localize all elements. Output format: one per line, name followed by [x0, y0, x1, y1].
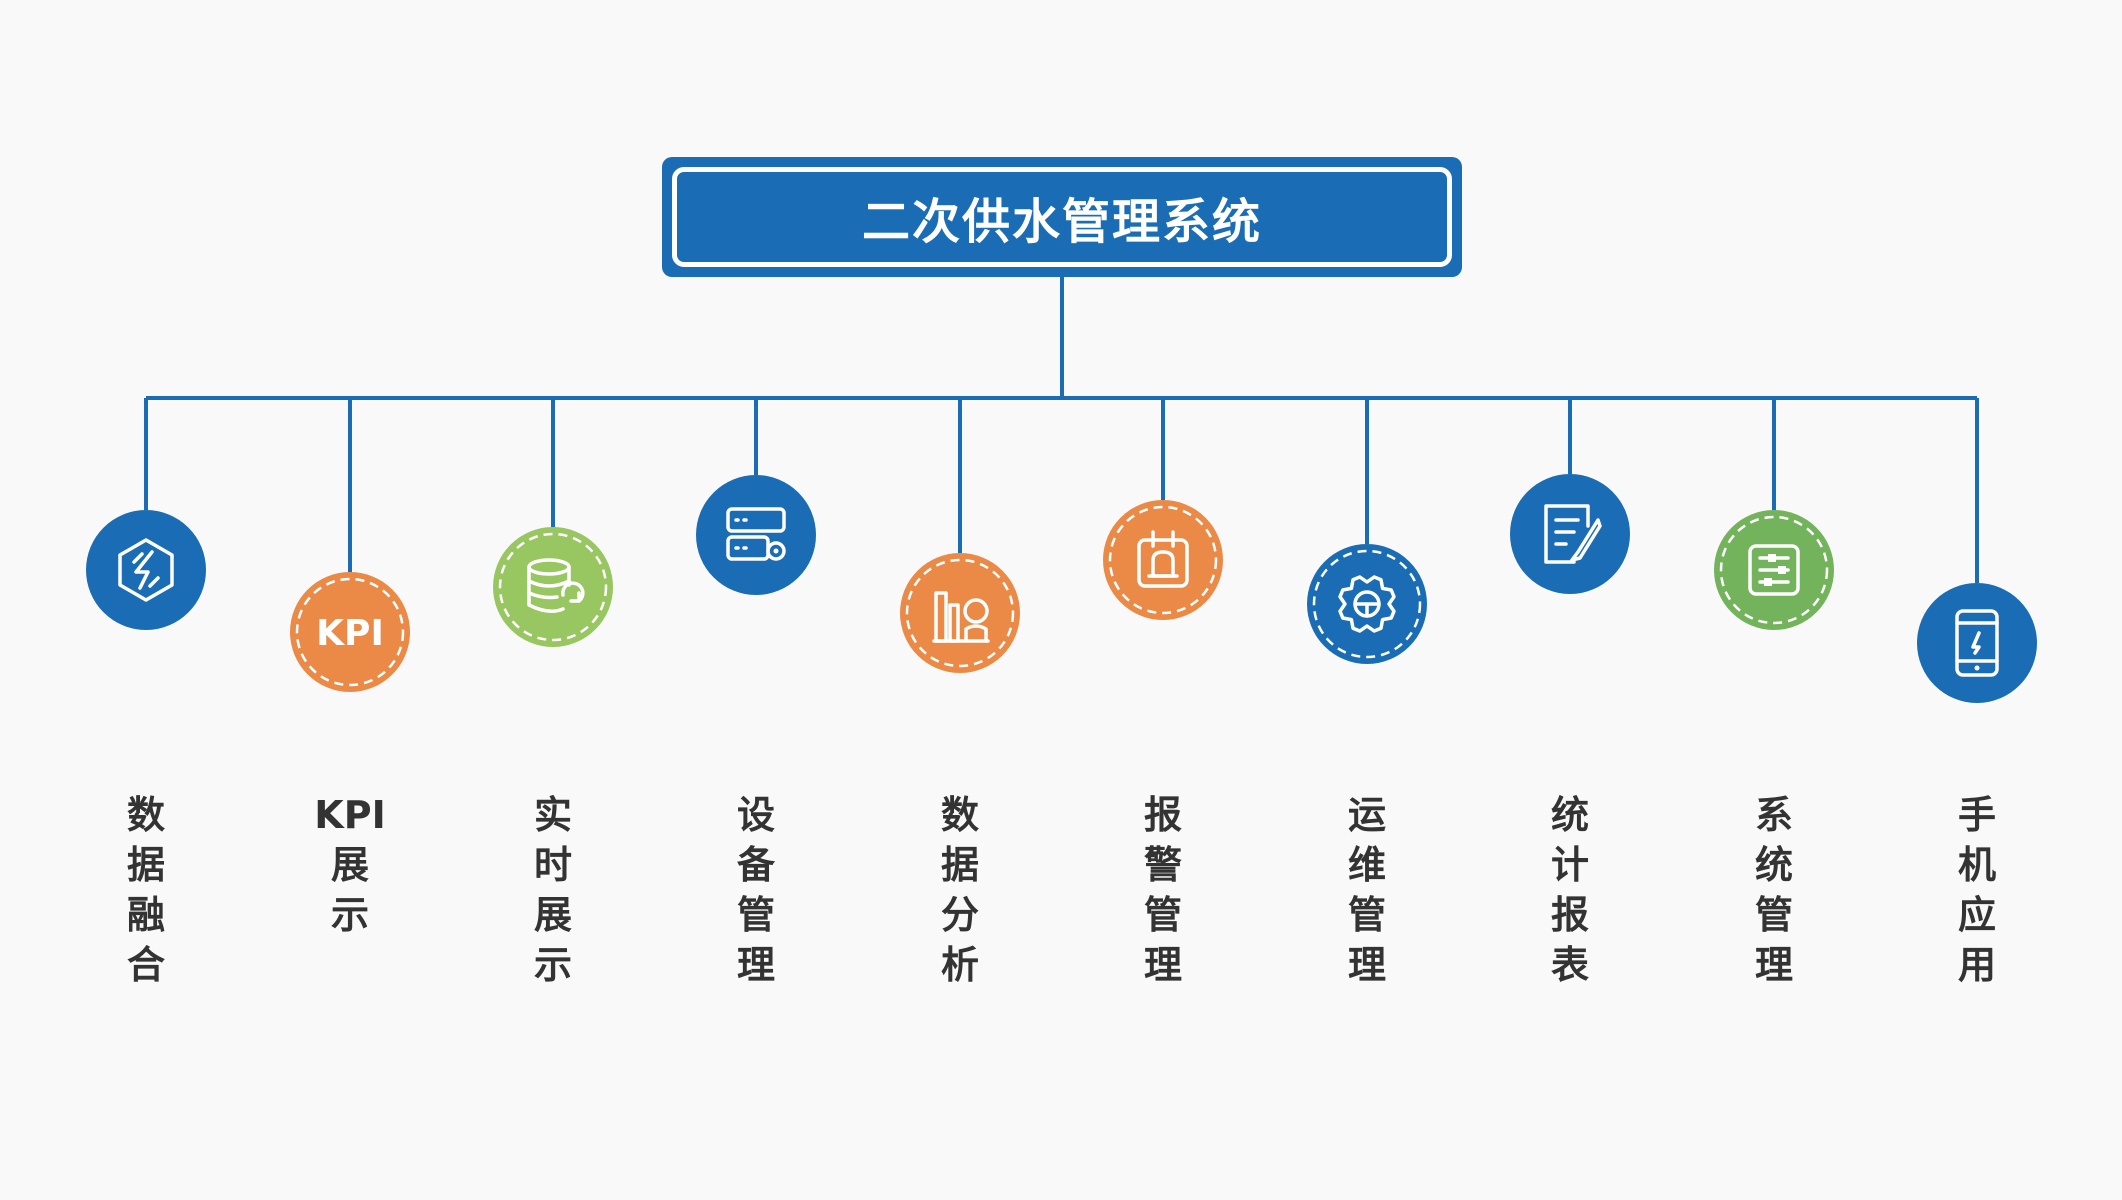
gear-icon — [1338, 575, 1396, 633]
node-circle — [1510, 474, 1630, 594]
hexagon-link-icon — [118, 538, 174, 602]
node-circle — [290, 572, 410, 692]
node-label: KPI 展 示 — [314, 793, 386, 937]
database-refresh-icon — [527, 558, 585, 613]
settings-sliders-icon — [1748, 544, 1800, 596]
settings-sliders-node — [1714, 510, 1834, 630]
dashed-ring — [295, 577, 405, 687]
root-title: 二次供水管理系统 — [672, 167, 1452, 267]
node-circles: KPI — [86, 474, 2037, 703]
node-label: 数 据 分 析 — [940, 793, 979, 987]
svg-text:KPI: KPI — [316, 613, 384, 654]
server-gear-node — [696, 475, 816, 595]
dashed-ring — [1719, 515, 1829, 625]
kpi-node: KPI — [290, 572, 410, 692]
dashed-ring — [1108, 505, 1218, 615]
node-label: 数 据 融 合 — [126, 793, 165, 987]
node-label: 报 警 管 理 — [1143, 793, 1182, 987]
node-circle — [900, 553, 1020, 673]
node-label: 统 计 报 表 — [1550, 793, 1589, 987]
node-label: 实 时 展 示 — [533, 793, 572, 987]
alarm-calendar-node — [1103, 500, 1223, 620]
dashed-ring — [498, 532, 608, 642]
node-circle — [1917, 583, 2037, 703]
gear-node — [1307, 544, 1427, 664]
root-node: 二次供水管理系统 — [662, 157, 1462, 277]
node-circle — [1103, 500, 1223, 620]
node-circle — [86, 510, 206, 630]
mobile-phone-icon — [1955, 609, 1999, 677]
report-edit-icon — [1544, 504, 1602, 564]
node-label: 设 备 管 理 — [736, 793, 775, 987]
bar-chart-search-node — [900, 553, 1020, 673]
node-label: 运 维 管 理 — [1347, 793, 1386, 987]
server-gear-icon — [726, 507, 786, 561]
dashed-ring — [905, 558, 1015, 668]
connector-lines — [144, 277, 1979, 583]
database-refresh-node — [493, 527, 613, 647]
alarm-calendar-icon — [1137, 530, 1189, 588]
node-label: 手 机 应 用 — [1957, 793, 1996, 987]
dashed-ring — [1312, 549, 1422, 659]
bar-chart-search-icon — [932, 591, 990, 643]
node-label: 系 统 管 理 — [1754, 793, 1793, 987]
hexagon-link-node — [86, 510, 206, 630]
mobile-phone-node — [1917, 583, 2037, 703]
node-circle — [696, 475, 816, 595]
report-edit-node — [1510, 474, 1630, 594]
kpi-icon: KPI — [316, 613, 384, 654]
